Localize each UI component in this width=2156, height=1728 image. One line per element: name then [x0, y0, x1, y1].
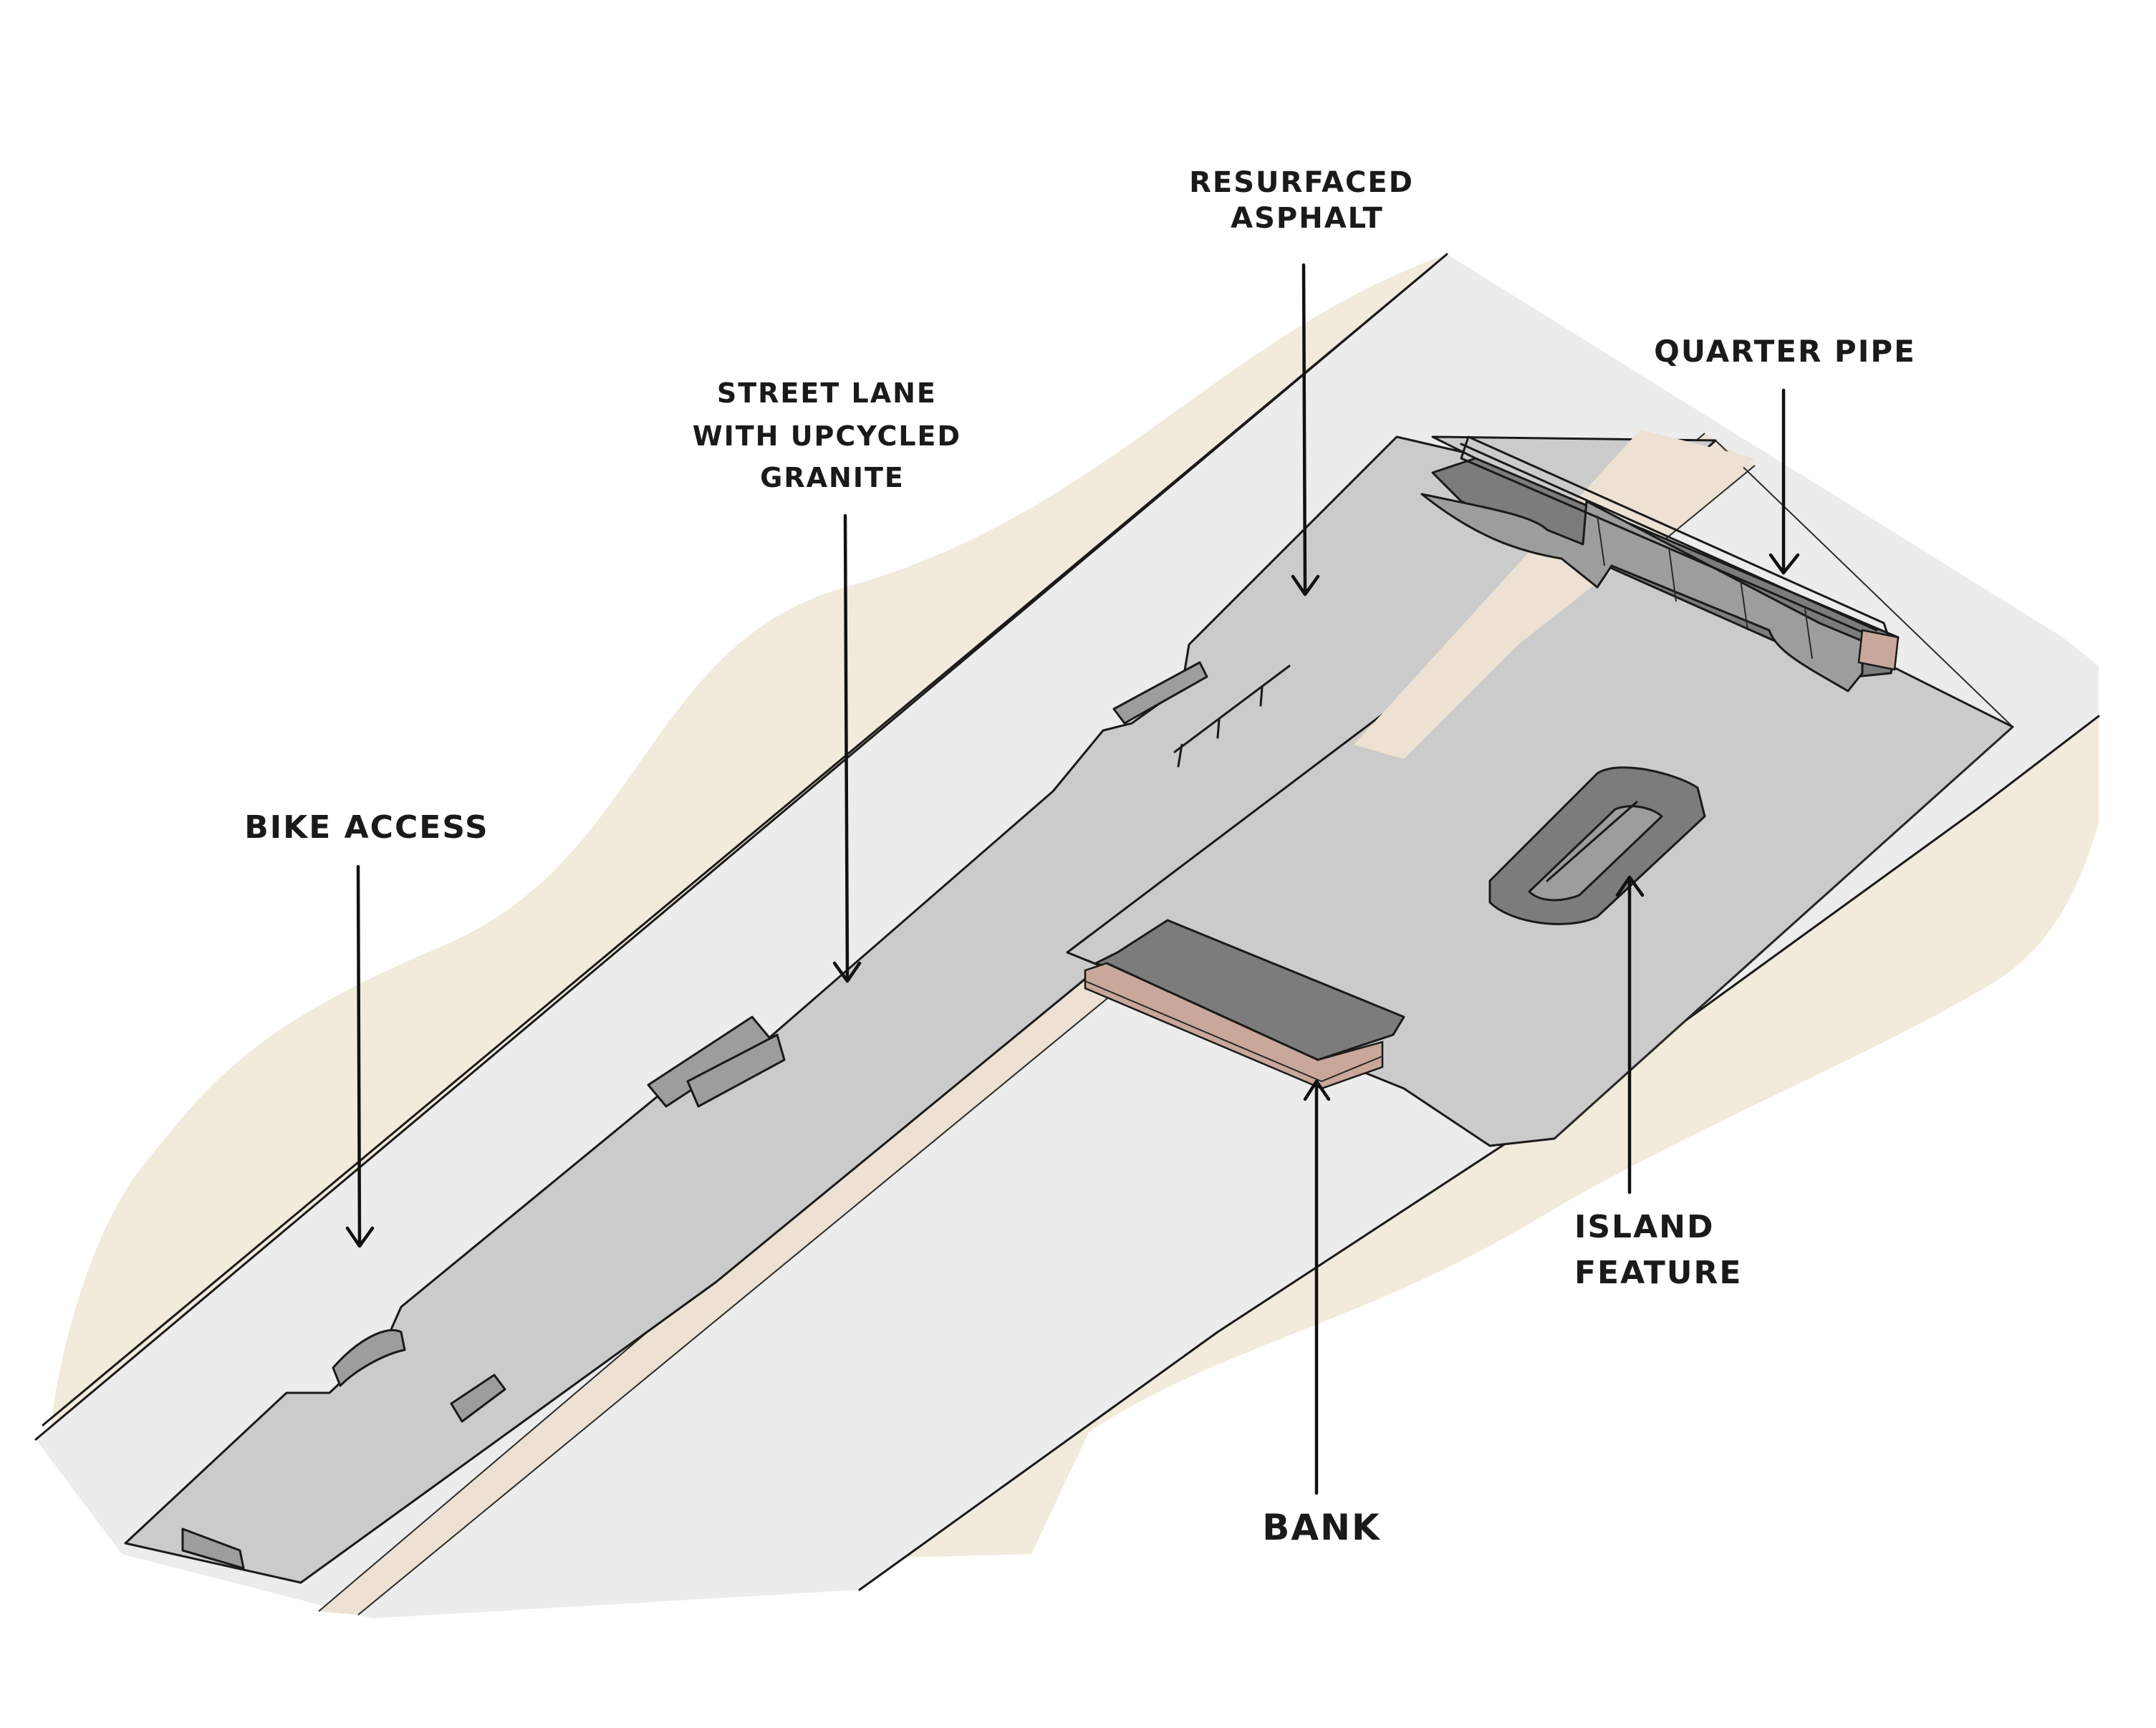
arrow-resurfaced-asphalt — [1291, 263, 1320, 597]
arrow-bike-access — [345, 864, 375, 1248]
quarter-pipe-brick-end — [1857, 629, 1900, 671]
island-ridge — [1546, 801, 1638, 882]
label-bank: BANK — [1262, 1507, 1381, 1548]
quarter-pipe — [1420, 435, 1900, 692]
leader-arrows — [345, 263, 1800, 1495]
bank-ramp — [1094, 919, 1405, 1061]
granite-curb-2 — [450, 1374, 506, 1423]
bank-brick-line — [1084, 980, 1383, 1082]
arrow-island-feature — [1615, 875, 1645, 1194]
grind-rail — [1173, 665, 1291, 768]
quarter-pipe-line-4 — [1804, 608, 1813, 660]
granite-curb-1 — [332, 1328, 406, 1387]
label-quarter-pipe: QUARTER PIPE — [1654, 334, 1916, 369]
island-feature — [1488, 766, 1706, 925]
quarter-pipe-line-3 — [1740, 579, 1748, 631]
label-island-feature: ISLAND FEATURE — [1574, 1209, 1742, 1291]
corridor-edge-inner — [42, 265, 1434, 1427]
quarter-pipe-line-2 — [1668, 547, 1677, 602]
plaza-edge — [1554, 440, 2013, 1139]
arrow-quarter-pipe — [1768, 388, 1800, 575]
quarter-pipe-curve — [1420, 493, 1864, 692]
arrow-bank — [1303, 1079, 1331, 1495]
quarter-pipe-line-1 — [1597, 515, 1605, 566]
plaza-sand-strip — [1354, 430, 1755, 759]
bank-edge — [1105, 962, 1319, 1061]
island-inner — [1528, 805, 1663, 902]
granite-ledges — [181, 661, 1208, 1570]
quarter-pipe-coping — [1460, 443, 1878, 632]
arrow-street-lane — [832, 513, 862, 983]
bank — [1084, 919, 1405, 1090]
label-resurfaced-asphalt: RESURFACED ASPHALT — [1189, 166, 1425, 235]
granite-ledge-1 — [1112, 661, 1208, 725]
annotations: RESURFACED ASPHALT STREET LANE WITH UPCY… — [244, 166, 1916, 1548]
label-street-lane: STREET LANE WITH UPCYCLED GRANITE — [693, 377, 973, 493]
label-bike-access: BIKE ACCESS — [244, 809, 489, 846]
granite-ledge-3 — [686, 1033, 786, 1108]
granite-curb-3 — [181, 1527, 245, 1570]
